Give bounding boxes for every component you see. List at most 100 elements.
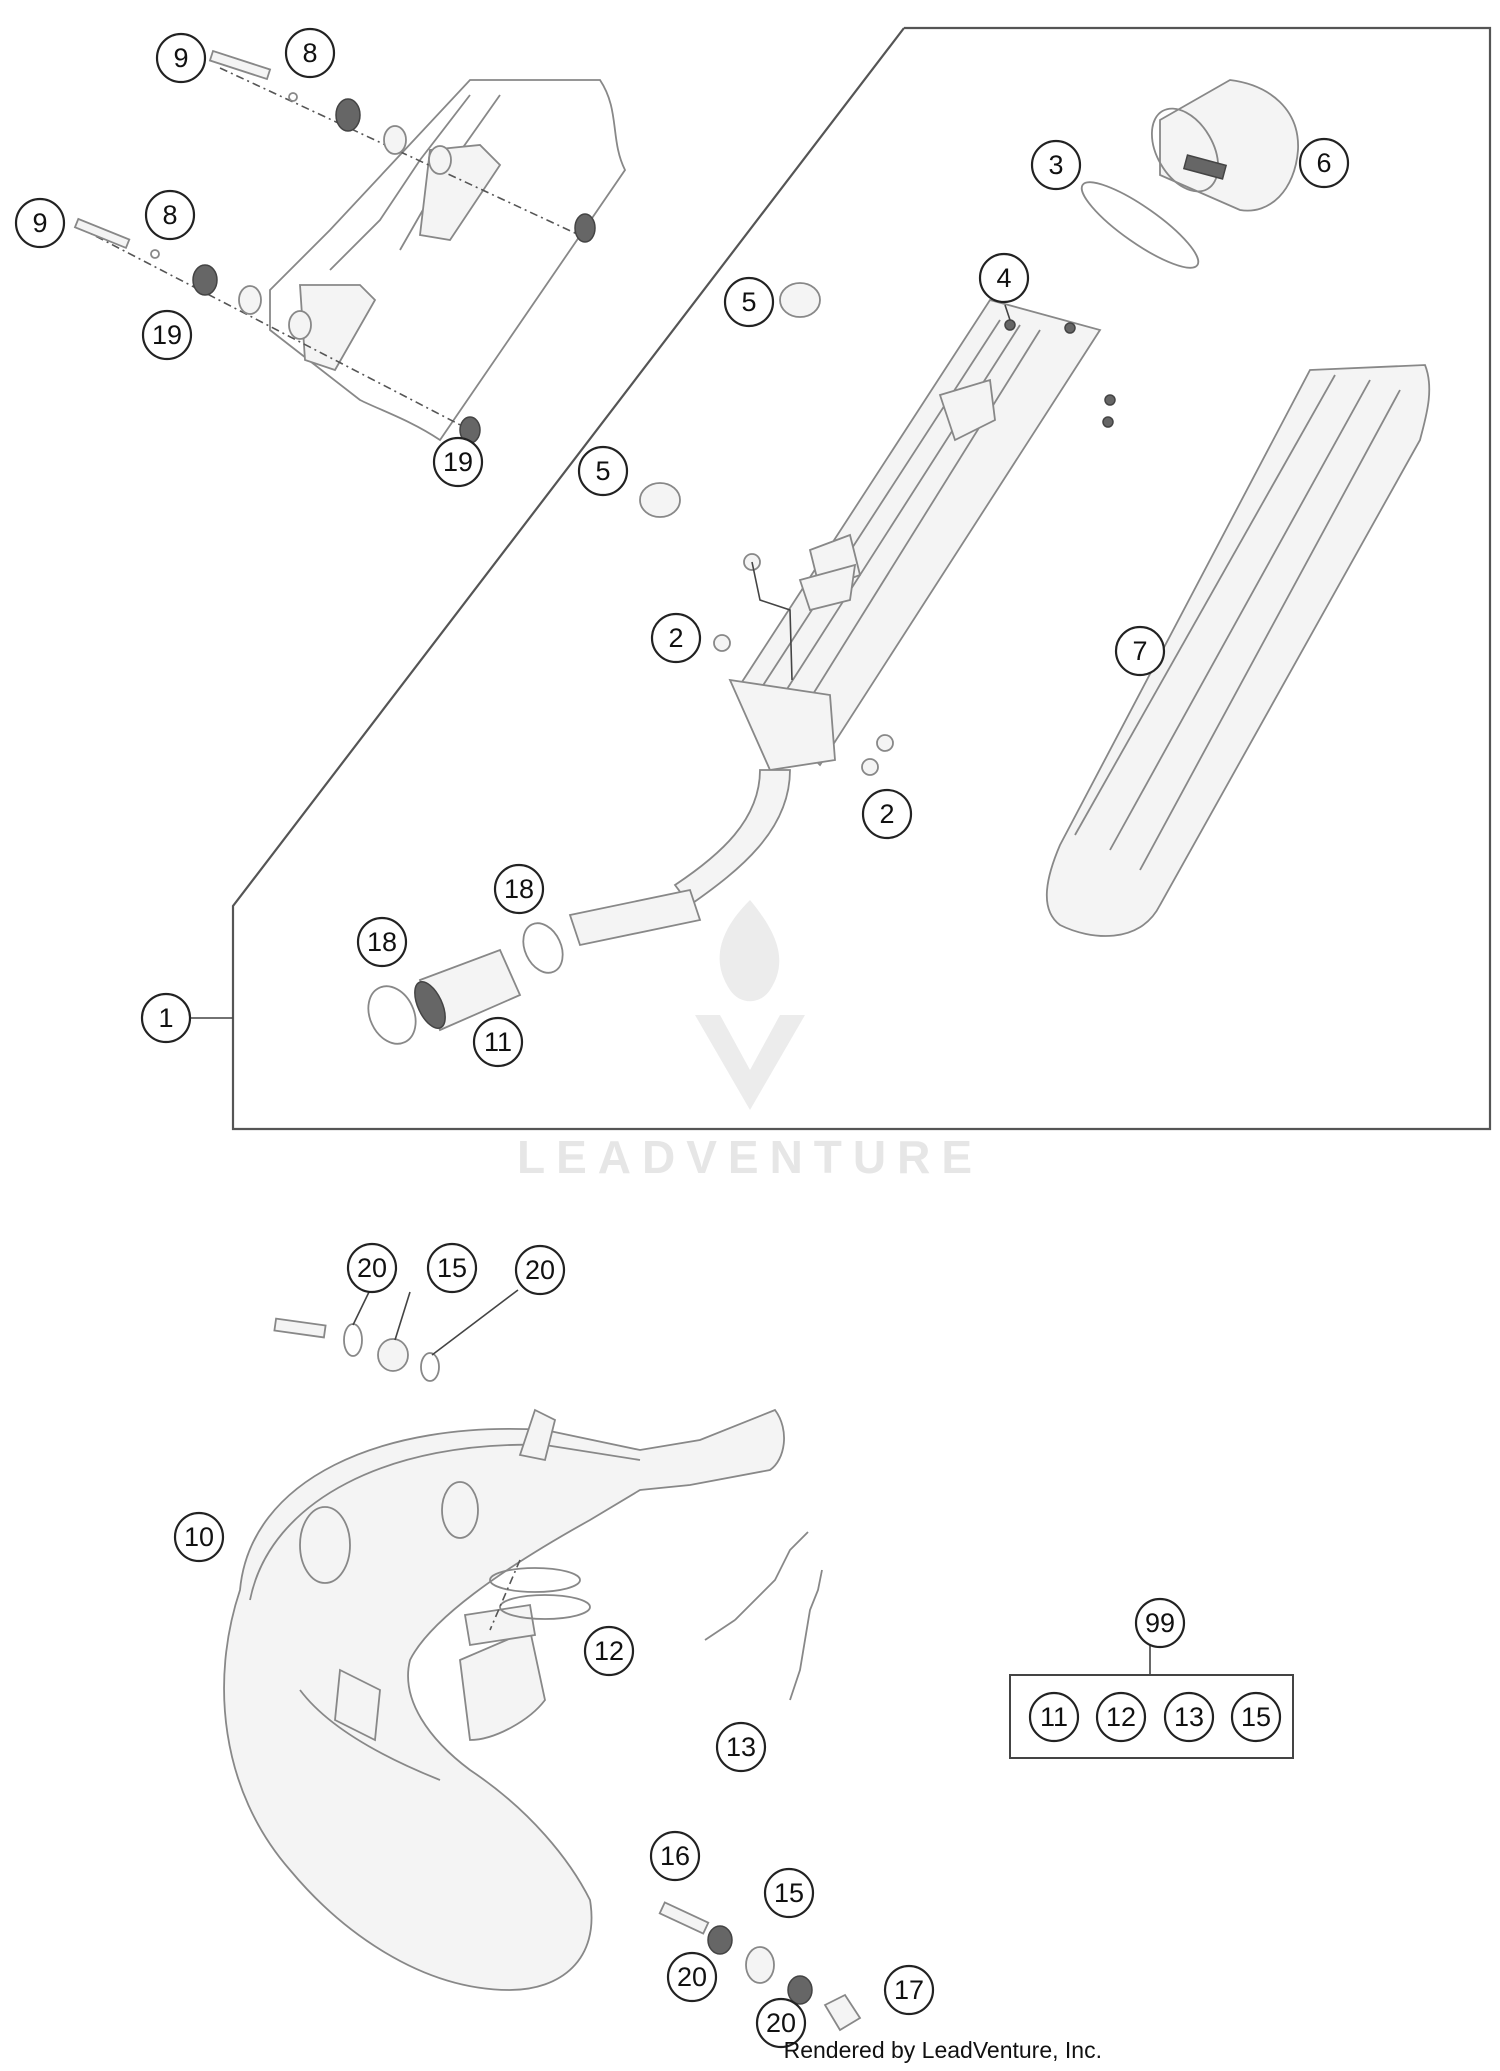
callout-18-right: 18 xyxy=(493,863,545,915)
o-ring-12-a xyxy=(489,1567,581,1593)
callout-20b-leader xyxy=(431,1289,519,1356)
exhaust-pipe-10 xyxy=(223,1408,785,1991)
end-cap xyxy=(1151,79,1299,212)
callout-20a-leader xyxy=(352,1291,370,1326)
svg-text:19: 19 xyxy=(152,320,182,350)
callout-1: 1 xyxy=(140,992,192,1044)
svg-text:6: 6 xyxy=(1316,148,1331,178)
bolt-9-upper xyxy=(208,49,272,81)
joint-pipe-end xyxy=(414,981,446,1029)
washer-upper xyxy=(335,98,361,132)
o-ring-8-lower xyxy=(150,249,160,259)
svg-text:15: 15 xyxy=(1241,1702,1271,1732)
washer-20-upper-a xyxy=(343,1323,363,1357)
svg-text:18: 18 xyxy=(504,874,534,904)
callout-4-leader xyxy=(1004,304,1011,321)
callout-20-upper-right: 20 xyxy=(514,1244,566,1296)
callout-99: 99 xyxy=(1134,1597,1186,1649)
callout-13: 13 xyxy=(715,1721,767,1773)
callout-16: 16 xyxy=(649,1830,701,1882)
svg-text:17: 17 xyxy=(894,1975,924,2005)
callout-18-left: 18 xyxy=(356,916,408,968)
callout-19-right: 19 xyxy=(432,436,484,488)
svg-text:8: 8 xyxy=(162,200,177,230)
callout-20-lower-bottom: 20 xyxy=(755,1997,807,2049)
seal-18-right xyxy=(522,922,564,974)
kit-item-11: 11 xyxy=(1028,1691,1080,1743)
nut-4d xyxy=(1102,416,1114,428)
callout-20-upper-left: 20 xyxy=(346,1242,398,1294)
washer-20-lower-a xyxy=(707,1925,733,1955)
bolt-upper-pipe xyxy=(273,1317,327,1339)
washer-20-upper-b xyxy=(420,1352,440,1382)
o-ring-12-axis xyxy=(489,1559,521,1631)
spring-13-b xyxy=(789,1569,823,1701)
callout-8-lower: 8 xyxy=(144,189,196,241)
bolt-9-lower xyxy=(73,217,131,250)
svg-text:13: 13 xyxy=(1174,1702,1204,1732)
clip-nut-17 xyxy=(823,1993,862,2032)
svg-text:3: 3 xyxy=(1048,150,1063,180)
washer-19-left xyxy=(192,264,218,296)
frame-mount-bracket xyxy=(269,79,627,442)
callout-6: 6 xyxy=(1298,137,1350,189)
washer-20-lower-b xyxy=(787,1975,813,2005)
callout-15-upper: 15 xyxy=(426,1242,478,1294)
bushing-lower-1 xyxy=(238,285,262,315)
silencer-body xyxy=(568,298,1102,947)
grommet-5-upper xyxy=(779,282,821,318)
svg-text:20: 20 xyxy=(677,1962,707,1992)
svg-text:19: 19 xyxy=(443,447,473,477)
callout-9-upper: 9 xyxy=(155,32,207,84)
svg-text:4: 4 xyxy=(996,263,1011,293)
bolt-16 xyxy=(658,1901,710,1935)
screw-2-right-b xyxy=(861,758,879,776)
nut-4b xyxy=(1064,322,1076,334)
grommet-5-lower xyxy=(639,482,681,518)
watermark-text: LEADVENTURE xyxy=(516,1131,984,1183)
svg-text:8: 8 xyxy=(302,38,317,68)
kit-item-13: 13 xyxy=(1163,1691,1215,1743)
callout-15a-leader xyxy=(394,1291,411,1341)
screw-2-guide xyxy=(751,561,793,681)
bushing-upper-2 xyxy=(428,145,452,175)
svg-text:5: 5 xyxy=(741,287,756,317)
nut-4c xyxy=(1104,394,1116,406)
svg-text:20: 20 xyxy=(357,1253,387,1283)
assembly-1-outline xyxy=(231,26,1492,1131)
washer-19-upper xyxy=(574,213,596,243)
screw-2-right-a xyxy=(876,734,894,752)
footer-credit: Rendered by LeadVenture, Inc. xyxy=(783,2037,1102,2063)
bushing-15-lower xyxy=(745,1946,775,1984)
gasket-3 xyxy=(1080,181,1200,269)
callout-3: 3 xyxy=(1030,139,1082,191)
svg-text:99: 99 xyxy=(1145,1608,1175,1638)
svg-text:10: 10 xyxy=(184,1522,214,1552)
bolt-axis-upper xyxy=(219,67,591,241)
callout-17: 17 xyxy=(883,1964,935,2016)
svg-text:16: 16 xyxy=(660,1841,690,1871)
callout-8-upper: 8 xyxy=(284,27,336,79)
svg-text:2: 2 xyxy=(879,799,894,829)
svg-text:11: 11 xyxy=(484,1027,512,1057)
svg-text:20: 20 xyxy=(766,2008,796,2038)
callout-19-left: 19 xyxy=(141,309,193,361)
svg-text:13: 13 xyxy=(726,1732,756,1762)
callout-5-lower: 5 xyxy=(577,445,629,497)
callout-7: 7 xyxy=(1114,625,1166,677)
nut-4a xyxy=(1004,319,1016,331)
svg-text:15: 15 xyxy=(437,1253,467,1283)
callout-2-right: 2 xyxy=(861,788,913,840)
callout-10: 10 xyxy=(173,1511,225,1563)
bushing-lower-2 xyxy=(288,310,312,340)
callout-4: 4 xyxy=(978,252,1030,304)
svg-text:9: 9 xyxy=(32,208,47,238)
svg-text:18: 18 xyxy=(367,927,397,957)
callout-20-lower-left: 20 xyxy=(666,1951,718,2003)
o-ring-8-upper xyxy=(288,92,298,102)
bushing-15-upper xyxy=(377,1338,409,1372)
svg-text:20: 20 xyxy=(525,1255,555,1285)
svg-text:12: 12 xyxy=(594,1636,624,1666)
kit-item-15: 15 xyxy=(1230,1691,1282,1743)
